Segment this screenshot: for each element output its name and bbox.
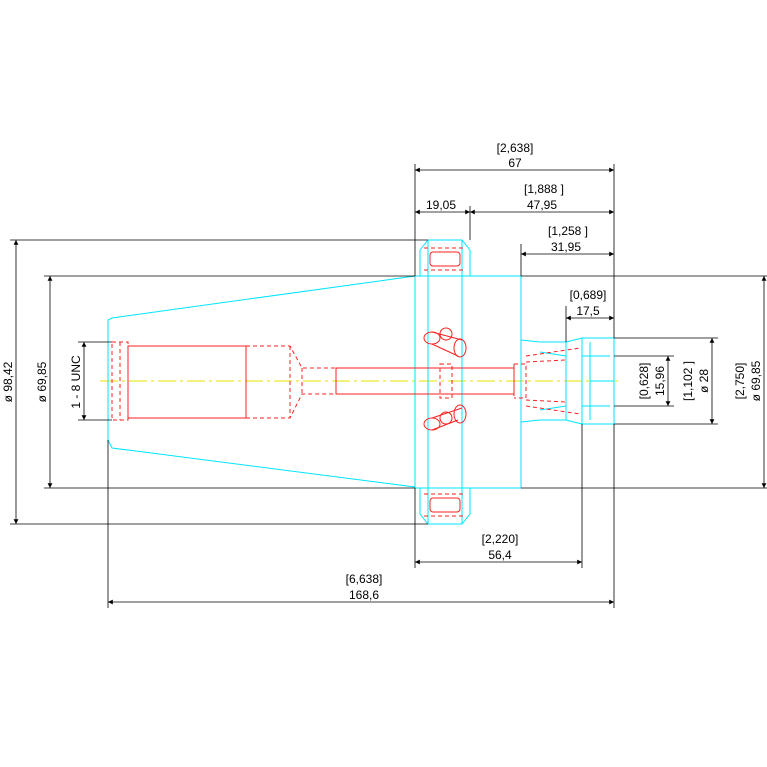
groove-bottom-hidden [424, 493, 466, 517]
dim-69-85-right-inch: [2,750] [733, 363, 747, 400]
dim-19-05-mm: 19,05 [426, 198, 456, 212]
hole-link-3 [431, 407, 463, 419]
neck [520, 339, 567, 423]
key-slot-bottom [429, 497, 461, 513]
flange-groove-bottom [419, 488, 471, 525]
hole-3 [453, 338, 467, 358]
dim-28-mm: ø 28 [697, 369, 711, 393]
dim-69-85-right-mm: ø 69,85 [749, 360, 763, 401]
dim-28-inch: [1,102 ] [681, 361, 695, 401]
dim-168-6-mm: 168,6 [349, 588, 379, 602]
dim-15-96-inch: [0,628] [637, 363, 651, 400]
collet-taper [525, 347, 581, 415]
bore-cap [514, 363, 527, 399]
dim-168-6-inch: [6,638] [346, 572, 383, 586]
nut-hex-lines [582, 355, 614, 407]
dim-31-95-inch: [1,258 ] [548, 224, 588, 238]
drive-holes-lower [423, 404, 467, 431]
tool-body-outline [107, 239, 615, 525]
dim-31-95-mm: 31,95 [551, 240, 581, 254]
flange-groove-top [419, 239, 471, 276]
flange-bore-hidden [439, 363, 453, 399]
groove-top-hidden [424, 247, 466, 271]
dim-67-inch: [2,638] [497, 141, 534, 155]
hole-link-1 [431, 331, 463, 341]
dimension-lines [10, 164, 767, 608]
drive-holes-upper [423, 327, 467, 358]
hidden-features [111, 247, 581, 517]
dim-67-mm: 67 [508, 156, 522, 170]
dim-47-95-mm: 47,95 [527, 198, 557, 212]
dim-17-5-mm: 17,5 [576, 304, 600, 318]
hole-link-2 [431, 343, 459, 357]
dim-56-4-mm: 56,4 [488, 548, 512, 562]
dim-69-85-left: ø 69,85 [35, 361, 49, 402]
dimension-texts: [2,638] 67 [1,888 ] 47,95 19,05 [1,258 ]… [1, 141, 763, 602]
hole-6 [453, 404, 467, 424]
hole-2 [439, 327, 453, 341]
dim-56-4-inch: [2,220] [482, 532, 519, 546]
dim-15-96-mm: 15,96 [653, 366, 667, 396]
dim-98-42: ø 98,42 [1, 361, 15, 402]
bore-step [246, 345, 336, 419]
key-slot-top [429, 251, 461, 267]
dim-thread: 1 - 8 UNC [69, 355, 83, 409]
flange [414, 275, 522, 489]
dim-17-5-inch: [0,689] [570, 288, 607, 302]
thread-bore [127, 345, 247, 419]
hole-link-4 [431, 419, 459, 431]
hole-5 [439, 411, 453, 425]
dim-47-95-inch: [1,888 ] [524, 182, 564, 196]
neck-inner-taper [539, 351, 567, 411]
